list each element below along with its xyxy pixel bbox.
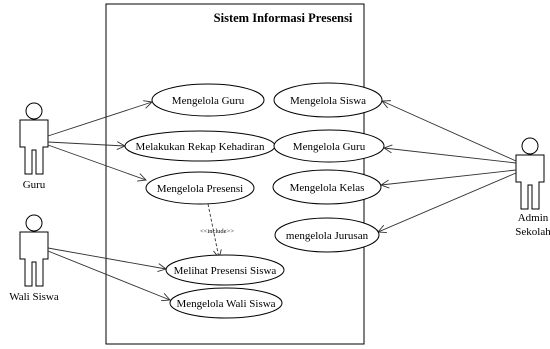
system-title: Sistem Informasi Presensi bbox=[214, 11, 353, 25]
use-case-mengelola-guru-right: Mengelola Guru bbox=[273, 129, 385, 163]
assoc-guru-presensi bbox=[47, 144, 147, 182]
use-case-label: Mengelola Siswa bbox=[290, 95, 366, 107]
assoc-admin-kelas bbox=[379, 169, 517, 189]
associations: <<include>> bbox=[47, 100, 517, 302]
use-case-label: Mengelola Guru bbox=[172, 95, 245, 107]
use-case-label: Mengelola Kelas bbox=[290, 182, 365, 194]
assoc-wali-mengelola bbox=[47, 250, 171, 302]
assoc-wali-melihat bbox=[47, 247, 167, 272]
assoc-guru-rekap bbox=[47, 141, 127, 150]
assoc-admin-siswa bbox=[381, 100, 517, 162]
use-case-rekap-kehadiran: Melakukan Rekap Kehadiran bbox=[124, 130, 276, 162]
use-case-label: mengelola Jurusan bbox=[286, 230, 369, 242]
actor-wali-siswa: Wali Siswa bbox=[9, 214, 59, 303]
include-stereotype-label: <<include>> bbox=[200, 228, 234, 235]
actor-wali-siswa-label: Wali Siswa bbox=[9, 291, 59, 303]
wali-siswa-body-icon bbox=[19, 231, 49, 287]
use-case-mengelola-presensi: Mengelola Presensi bbox=[145, 171, 255, 205]
use-case-label: Mengelola Wali Siswa bbox=[176, 298, 275, 310]
actor-guru-label: Guru bbox=[23, 179, 46, 191]
actor-admin-sekolah: Admin Sekolah bbox=[515, 137, 550, 238]
guru-body-icon bbox=[19, 119, 49, 175]
admin-body-icon bbox=[515, 154, 545, 210]
actor-admin-label-line2: Sekolah bbox=[515, 226, 550, 238]
use-case-mengelola-siswa: Mengelola Siswa bbox=[273, 82, 383, 118]
assoc-admin-guru bbox=[383, 144, 517, 164]
actor-guru: Guru bbox=[19, 102, 49, 191]
use-case-mengelola-jurusan: mengelola Jurusan bbox=[274, 217, 380, 253]
actor-admin-label-line1: Admin bbox=[518, 212, 549, 224]
use-case-melihat-presensi-siswa: Melihat Presensi Siswa bbox=[165, 254, 285, 286]
use-case-mengelola-kelas: Mengelola Kelas bbox=[272, 169, 382, 205]
use-case-label: Melakukan Rekap Kehadiran bbox=[136, 141, 265, 153]
assoc-guru-mengelola-guru bbox=[47, 100, 153, 137]
admin-head-icon bbox=[521, 137, 539, 155]
include-relation bbox=[207, 203, 222, 259]
assoc-admin-jurusan bbox=[377, 172, 517, 233]
use-case-label: Mengelola Presensi bbox=[157, 183, 243, 195]
use-case-label: Mengelola Guru bbox=[293, 141, 366, 153]
use-case-mengelola-guru-left: Mengelola Guru bbox=[151, 83, 265, 117]
wali-siswa-head-icon bbox=[25, 214, 43, 232]
use-case-mengelola-wali-siswa: Mengelola Wali Siswa bbox=[169, 287, 283, 319]
guru-head-icon bbox=[25, 102, 43, 120]
use-case-label: Melihat Presensi Siswa bbox=[174, 265, 277, 277]
